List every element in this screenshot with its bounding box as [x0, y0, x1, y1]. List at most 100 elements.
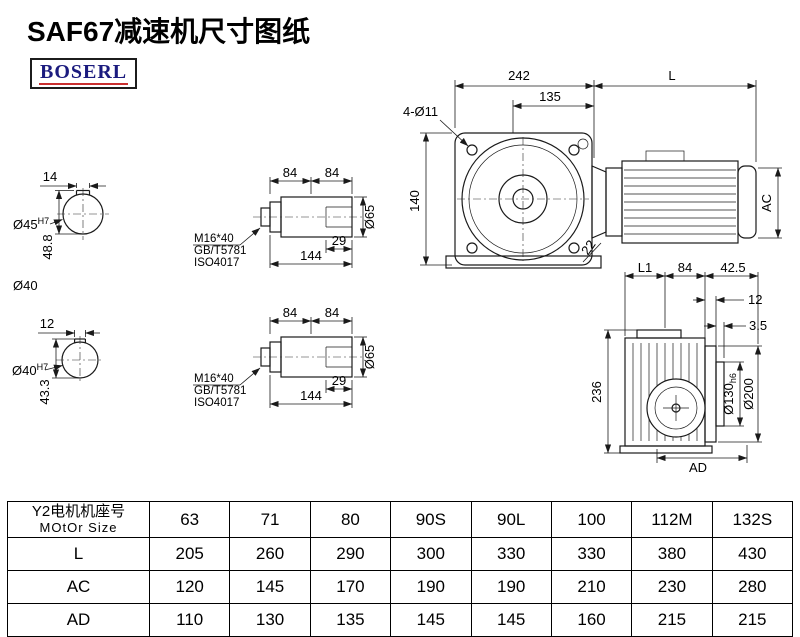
output-flange-plate	[704, 345, 717, 443]
dim-value-cell: 300	[390, 537, 472, 571]
dim-84a-label: 84	[283, 305, 297, 320]
page-title: SAF67减速机尺寸图纸	[27, 16, 311, 47]
row-label-cell: AC	[7, 570, 150, 604]
dim-22-label: 22	[578, 237, 599, 257]
dim-value-cell: 215	[631, 603, 713, 637]
terminal-box	[645, 150, 685, 162]
motor-size-label-cn: Y2电机机座号	[31, 503, 126, 521]
dim-84a-label: 84	[283, 165, 297, 180]
dim-value-cell: 145	[390, 603, 472, 637]
motor-size-cell: 132S	[711, 501, 794, 538]
dim-value-cell: 145	[229, 570, 311, 604]
technical-drawing: 242 L 135 4-Ø11 140 22 AC	[12, 68, 782, 475]
dim-value-cell: 190	[390, 570, 472, 604]
bolt-note-line1: M16*40	[194, 373, 234, 385]
dim-value-cell: 170	[309, 570, 392, 604]
row-label-cell: L	[7, 537, 150, 571]
dim-140-label: 140	[407, 190, 422, 212]
motor-size-cell: 63	[148, 501, 231, 538]
dim-L1-label: L1	[638, 260, 652, 275]
dim-bore-45-label: Ø45H7	[13, 216, 49, 232]
dim-48-8-label: 48.8	[40, 234, 55, 259]
flange-spigot	[715, 361, 725, 427]
dim-value-cell: 130	[229, 603, 311, 637]
bolt-hole	[568, 242, 580, 254]
motor-size-cell: 90S	[390, 501, 472, 538]
dim-value-cell: 280	[711, 570, 794, 604]
output-shaft-view-bottom: 84 84 29 144 Ø65 M16*40 GB/T5781 ISO4017	[193, 305, 377, 409]
table-row-motor-sizes: Y2电机机座号 MOtOr Size 63 71 80 90S 90L 100 …	[7, 501, 794, 538]
bolt-note-line2: GB/T5781	[194, 245, 246, 257]
bolt-note-line1: M16*40	[194, 233, 234, 245]
base-plate	[445, 255, 602, 269]
dim-value-cell: 210	[550, 570, 633, 604]
table-row-L: L 205 260 290 300 330 330 380 430	[7, 537, 794, 571]
dim-43-3-label: 43.3	[37, 379, 52, 404]
bolt-note-line3: ISO4017	[194, 257, 239, 269]
dim-84-label: 84	[678, 260, 692, 275]
table-row-AC: AC 120 145 170 190 190 210 230 280	[7, 570, 794, 604]
dim-value-cell: 135	[309, 603, 392, 637]
dim-value-cell: 330	[550, 537, 633, 571]
dim-value-cell: 330	[470, 537, 552, 571]
bolt-hole	[568, 144, 580, 156]
dim-AD-label: AD	[689, 460, 707, 475]
motor-end-cap	[737, 165, 757, 239]
dim-value-cell: 215	[711, 603, 794, 637]
brand-logo-text: BOSERL	[39, 61, 129, 85]
motor-size-cell: 112M	[631, 501, 713, 538]
motor-size-label-en: MOtOr Size	[39, 519, 118, 535]
motor-size-cell: 100	[550, 501, 633, 538]
motor-size-cell: 71	[229, 501, 311, 538]
row-label-cell: AD	[7, 603, 150, 637]
output-shaft-view-top: 84 84 29 144 Ø65 M16*40 GB/T5781 ISO4017	[193, 165, 377, 269]
dim-value-cell: 380	[631, 537, 713, 571]
bolt-note-line3: ISO4017	[194, 397, 239, 409]
motor-size-cell: 80	[309, 501, 392, 538]
dim-144-label: 144	[300, 388, 322, 403]
table-row-AD: AD 110 130 135 145 145 160 215 215	[7, 603, 794, 637]
dim-130-label: Ø130h6	[721, 373, 738, 415]
dim-3-5-label: 3.5	[749, 318, 767, 333]
dim-value-cell: 230	[631, 570, 713, 604]
dim-keyway-14-label: 14	[43, 169, 57, 184]
dim-200-label: Ø200	[741, 378, 756, 410]
bolt-hole	[466, 144, 478, 156]
motor-size-cell: 90L	[470, 501, 552, 538]
dim-keyway-12-label: 12	[40, 316, 54, 331]
dim-value-cell: 160	[550, 603, 633, 637]
dim-value-cell: 120	[148, 570, 231, 604]
shaft-end-view-top: 14 Ø45H7 48.8 Ø40	[13, 169, 109, 293]
dim-bolt-holes-label: 4-Ø11	[403, 104, 438, 119]
dim-12-label: 12	[748, 292, 762, 307]
dim-bore-40-label: Ø40H7	[12, 362, 48, 378]
bolt-note-line2: GB/T5781	[194, 385, 246, 397]
dim-236-label: 236	[589, 381, 604, 403]
motor-mount-pad	[636, 329, 682, 339]
dim-value-cell: 145	[470, 603, 552, 637]
dim-value-cell: 430	[711, 537, 794, 571]
motor-adapter	[591, 165, 607, 239]
foot-plate	[619, 445, 713, 454]
side-view: L1 84 42.5 12 3.5 236 Ø130h6	[589, 260, 767, 475]
dim-84b-label: 84	[325, 305, 339, 320]
motor-size-header-cell: Y2电机机座号 MOtOr Size	[7, 501, 150, 538]
shaft-end-view-bottom: 12 Ø40H7 43.3	[12, 316, 104, 405]
dim-shaft-40-label: Ø40	[13, 278, 38, 293]
dim-84b-label: 84	[325, 165, 339, 180]
front-view: 242 L 135 4-Ø11 140 22 AC	[403, 68, 782, 269]
dim-65-label: Ø65	[362, 205, 377, 230]
dim-29-label: 29	[332, 233, 346, 248]
dim-L-label: L	[668, 68, 675, 83]
brand-logo: BOSERL	[30, 58, 138, 89]
bolt-hole	[466, 242, 478, 254]
dim-value-cell: 190	[470, 570, 552, 604]
dim-242-label: 242	[508, 68, 530, 83]
dim-value-cell: 205	[148, 537, 231, 571]
dim-42-5-label: 42.5	[720, 260, 745, 275]
dim-65-label: Ø65	[362, 345, 377, 370]
dim-29-label: 29	[332, 373, 346, 388]
dim-value-cell: 110	[148, 603, 231, 637]
dim-135-label: 135	[539, 89, 561, 104]
